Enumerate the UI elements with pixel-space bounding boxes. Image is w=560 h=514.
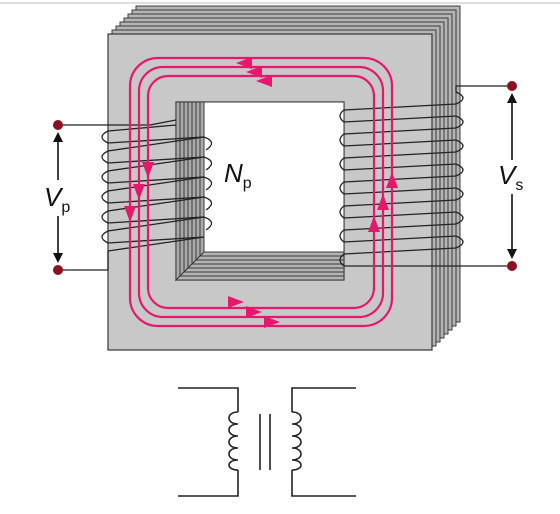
symbol-secondary-lead-bottom (291, 470, 356, 497)
flux-arrows (124, 57, 398, 328)
transformer-schematic-symbol (178, 387, 356, 497)
flux-arrow-top-2 (246, 66, 262, 78)
secondary-terminals (507, 81, 517, 271)
flux-arrow-right-3 (368, 216, 380, 232)
flux-arrow-bottom-3 (264, 316, 280, 328)
symbol-secondary-winding (291, 411, 302, 471)
flux-arrow-left-2 (133, 184, 145, 200)
svg-text:Np: Np (224, 158, 252, 192)
flux-arrow-bottom-1 (228, 296, 244, 308)
symbol-secondary-lead-top (291, 387, 356, 412)
primary-terminal-bottom (53, 265, 63, 275)
label-vs-sub: s (515, 177, 523, 194)
core-window (174, 101, 345, 282)
svg-text:Vp: Vp (44, 182, 70, 216)
flux-arrow-right-1 (386, 172, 398, 188)
label-np-sub: p (243, 175, 252, 192)
label-np: Np (222, 158, 256, 192)
symbol-primary-winding (228, 411, 239, 471)
symbol-primary-lead-top (178, 387, 239, 412)
label-vp-sub: p (61, 199, 70, 216)
secondary-terminal-top (507, 81, 517, 91)
flux-arrow-left-1 (124, 206, 136, 222)
secondary-coil (339, 85, 512, 267)
label-vp-main: V (44, 182, 64, 212)
flux-loop-outer (128, 56, 394, 328)
primary-terminals (53, 120, 63, 275)
svg-text:Vs: Vs (498, 160, 523, 194)
flux-arrow-left-3 (142, 162, 154, 178)
symbol-primary-lead-bottom (178, 470, 239, 497)
label-np-main: N (224, 158, 243, 188)
flux-arrow-top-1 (236, 57, 252, 69)
flux-arrow-top-3 (256, 75, 272, 87)
label-vs-main: V (498, 160, 518, 190)
primary-coil (58, 119, 213, 271)
secondary-terminal-bottom (507, 261, 517, 271)
primary-terminal-top (53, 120, 63, 130)
label-vp: Vp (40, 180, 76, 216)
flux-arrow-right-2 (377, 194, 389, 210)
flux-arrow-bottom-2 (246, 306, 262, 318)
primary-lead-top (58, 119, 177, 126)
label-vs: Vs (496, 160, 532, 194)
